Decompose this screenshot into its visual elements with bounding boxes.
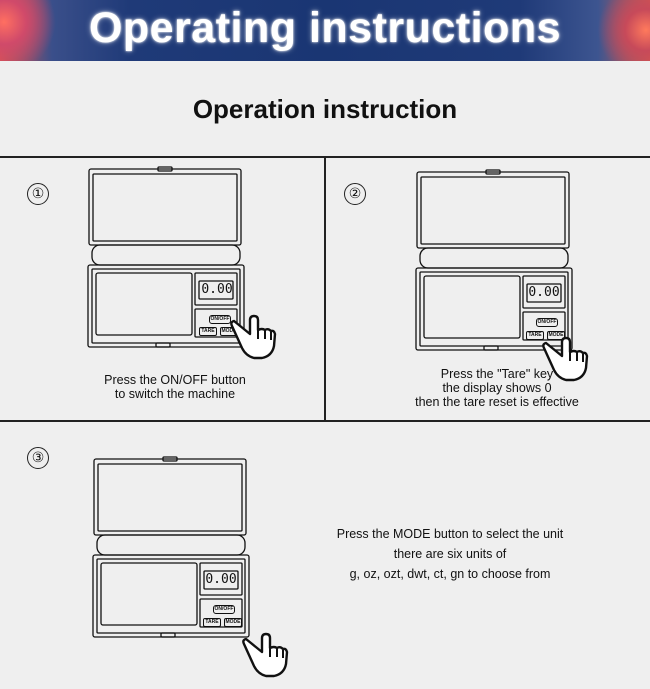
onoff-key-2[interactable]: ON/OFF [536, 318, 558, 327]
caption-line: Press the "Tare" key [440, 367, 554, 381]
section-title: Operation instruction [192, 94, 458, 124]
step-number-3: ③ [27, 447, 49, 469]
caption-line: g, oz, ozt, dwt, ct, gn to choose from [349, 567, 551, 581]
tare-key-3[interactable]: TARE [203, 618, 221, 627]
pointing-hand-icon-1 [230, 314, 277, 360]
caption-line: to switch the machine [114, 387, 236, 401]
scale-diagram-2 [415, 169, 573, 351]
display-readout-1: 0.00 [201, 282, 233, 297]
banner-title: Operating instructions [88, 4, 562, 52]
caption-line: there are six units of [393, 547, 507, 561]
mode-key-3[interactable]: MODE [224, 618, 242, 627]
divider-middle [0, 420, 650, 422]
caption-step-3: Press the MODE button to select the unit… [320, 524, 580, 584]
display-readout-2: 0.00 [528, 285, 560, 300]
caption-line: the display shows 0 [442, 381, 552, 395]
caption-step-1: Press the ON/OFF button to switch the ma… [70, 373, 280, 401]
caption-line: Press the MODE button to select the unit [336, 527, 564, 541]
pointing-hand-icon-3 [242, 632, 289, 678]
paint-splash-left [0, 0, 60, 61]
paint-splash-right [590, 0, 650, 61]
display-readout-3: 0.00 [205, 572, 237, 587]
scale-diagram-3 [92, 456, 250, 638]
onoff-key-1[interactable]: ON/OFF [209, 315, 231, 324]
tare-key-1[interactable]: TARE [199, 327, 217, 336]
scale-diagram-1 [87, 166, 245, 348]
step-number-2: ② [344, 183, 366, 205]
step-number-1: ① [27, 183, 49, 205]
onoff-key-3[interactable]: ON/OFF [213, 605, 235, 614]
caption-step-2: Press the "Tare" key the display shows 0… [392, 367, 602, 409]
divider-vertical [324, 157, 326, 421]
header-banner: Operating instructions [0, 0, 650, 61]
mode-key-2[interactable]: MODE [547, 331, 565, 340]
caption-line: Press the ON/OFF button [104, 373, 246, 387]
caption-line: then the tare reset is effective [415, 395, 579, 409]
pointing-hand-icon-2 [542, 336, 589, 382]
tare-key-2[interactable]: TARE [526, 331, 544, 340]
